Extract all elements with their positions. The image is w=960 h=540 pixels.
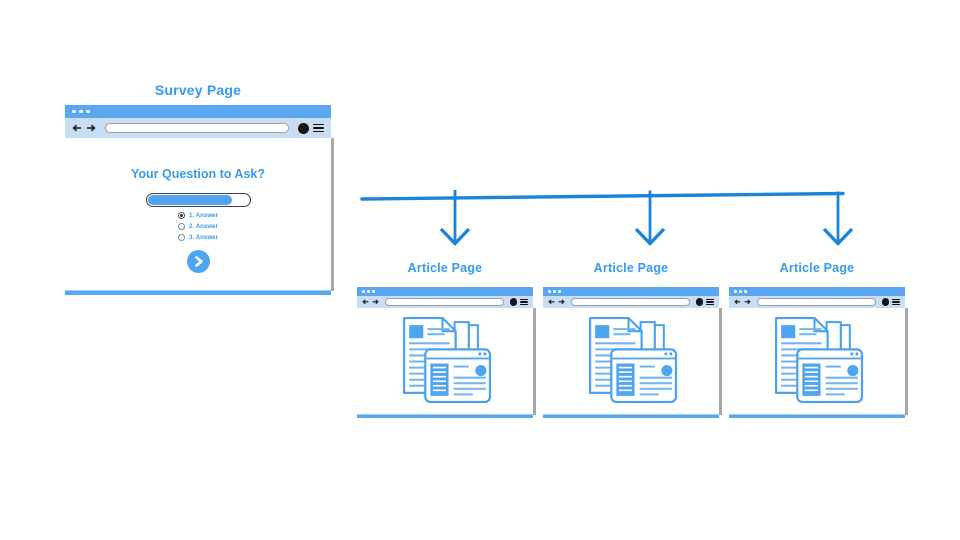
forward-arrow-icon[interactable] — [372, 299, 379, 305]
question-progress-fill — [147, 195, 233, 205]
article-documents-illustration — [769, 315, 865, 406]
chevron-right-icon — [194, 255, 203, 267]
window-control-dot[interactable] — [734, 290, 737, 293]
profile-circle-icon[interactable] — [298, 122, 309, 134]
forward-arrow-icon[interactable] — [86, 124, 96, 132]
window-footer-bar — [65, 290, 331, 295]
forward-arrow-icon[interactable] — [744, 299, 751, 305]
window-control-dot[interactable] — [367, 290, 370, 293]
radio-icon[interactable] — [177, 223, 185, 231]
article-browser-window — [729, 287, 908, 418]
browser-navbar — [357, 296, 533, 308]
browser-navbar — [65, 118, 331, 138]
window-titlebar — [729, 287, 905, 296]
browser-navbar — [543, 296, 719, 308]
window-control-dot[interactable] — [739, 290, 742, 293]
article-browser-window — [357, 287, 536, 418]
window-control-dot[interactable] — [372, 290, 375, 293]
back-arrow-icon[interactable] — [548, 299, 555, 305]
article-browser-window — [543, 287, 722, 418]
window-footer-bar — [357, 414, 533, 418]
hamburger-menu-icon[interactable] — [313, 123, 324, 133]
hamburger-menu-icon[interactable] — [706, 298, 714, 306]
next-button[interactable] — [186, 249, 210, 273]
back-arrow-icon[interactable] — [72, 124, 82, 132]
profile-circle-icon[interactable] — [695, 298, 703, 306]
window-control-dot[interactable] — [79, 109, 83, 114]
url-bar[interactable] — [105, 123, 289, 133]
window-titlebar — [65, 105, 331, 118]
article-documents-illustration — [397, 315, 493, 406]
browser-navbar — [729, 296, 905, 308]
article-page-label: Article Page — [407, 261, 483, 275]
window-footer-bar — [729, 414, 905, 418]
window-titlebar — [357, 287, 533, 296]
article-page-label: Article Page — [779, 261, 855, 275]
profile-circle-icon[interactable] — [509, 298, 517, 306]
url-bar[interactable] — [385, 298, 504, 306]
hamburger-menu-icon[interactable] — [892, 298, 900, 306]
radio-icon[interactable] — [177, 234, 185, 242]
back-arrow-icon[interactable] — [362, 299, 369, 305]
article-content — [357, 308, 533, 415]
article-page-label: Article Page — [593, 261, 669, 275]
url-bar[interactable] — [757, 298, 876, 306]
hamburger-menu-icon[interactable] — [520, 298, 528, 306]
window-control-dot[interactable] — [72, 109, 76, 114]
window-control-dot[interactable] — [553, 290, 556, 293]
window-shadow-edge — [533, 308, 536, 415]
forward-arrow-icon[interactable] — [558, 299, 565, 305]
window-footer-bar — [543, 414, 719, 418]
answer-options: 1. Answer 2. Answer 3. Answer — [177, 212, 218, 242]
profile-circle-icon[interactable] — [881, 298, 889, 306]
back-arrow-icon[interactable] — [734, 299, 741, 305]
article-content — [729, 308, 905, 415]
article-documents-illustration — [583, 315, 679, 406]
survey-browser-window: Your Question to Ask? 1. Answer 2. Answe… — [65, 105, 334, 295]
window-shadow-edge — [719, 308, 722, 415]
answer-option[interactable]: 2. Answer — [177, 223, 218, 231]
article-content — [543, 308, 719, 415]
window-control-dot[interactable] — [548, 290, 551, 293]
window-control-dot[interactable] — [86, 109, 90, 114]
window-control-dot[interactable] — [744, 290, 747, 293]
radio-icon[interactable] — [177, 212, 185, 220]
answer-option[interactable]: 3. Answer — [177, 234, 218, 242]
window-shadow-edge — [905, 308, 908, 415]
window-control-dot[interactable] — [362, 290, 365, 293]
answer-option[interactable]: 1. Answer — [177, 212, 218, 220]
survey-question: Your Question to Ask? — [130, 167, 266, 181]
survey-content: Your Question to Ask? 1. Answer 2. Answe… — [65, 138, 331, 291]
window-shadow-edge — [331, 138, 334, 291]
window-control-dot[interactable] — [558, 290, 561, 293]
survey-page-label: Survey Page — [154, 82, 242, 98]
url-bar[interactable] — [571, 298, 690, 306]
window-titlebar — [543, 287, 719, 296]
question-progress-bar[interactable] — [145, 193, 251, 207]
